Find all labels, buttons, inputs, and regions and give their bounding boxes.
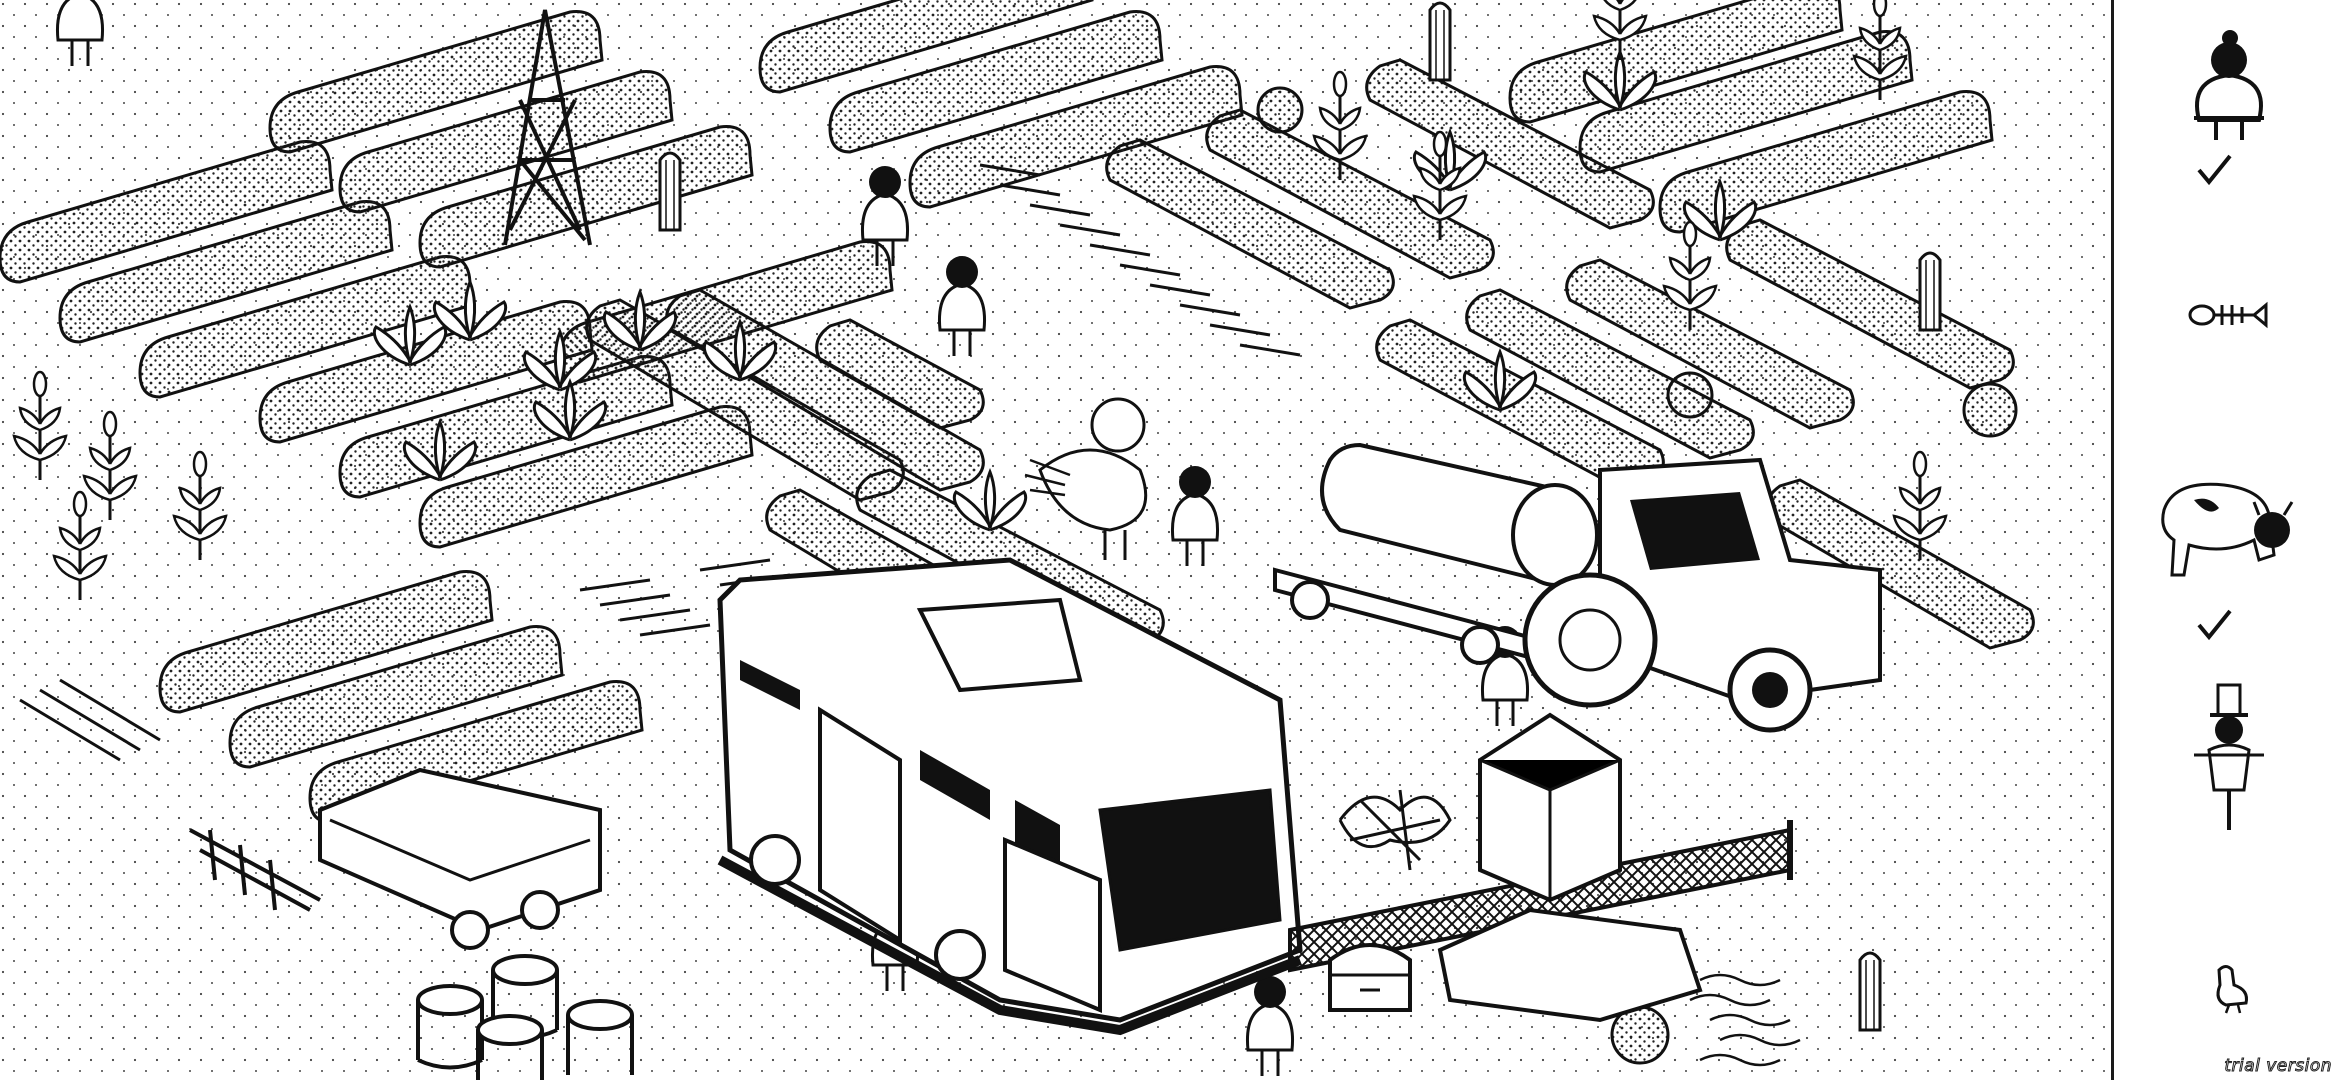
mesh-fence: [1288, 820, 1793, 973]
cacti: [658, 1, 2018, 1065]
game-scene[interactable]: [0, 0, 2110, 1080]
sidebar-divider: [2111, 0, 2114, 1080]
found-checkmark-3: [2194, 605, 2234, 645]
trial-version-watermark: trial version: [2224, 1056, 2332, 1077]
target-person-with-bun[interactable]: [2154, 20, 2304, 150]
checkmark-icon: [2197, 154, 2232, 186]
person-bun-icon: [2194, 30, 2264, 140]
bird-icon: [2216, 965, 2248, 1014]
rock-slab: [1437, 907, 1703, 1023]
road-markings: [19, 163, 1301, 762]
water-tower-frame: [503, 9, 592, 246]
target-scarecrow[interactable]: [2154, 680, 2304, 840]
fish-bone-icon: [2188, 301, 2268, 329]
found-checkmark-1: [2194, 150, 2234, 190]
camper-van: [717, 557, 1303, 1036]
checkmark-icon: [2197, 609, 2232, 641]
farm-trailer: [189, 767, 602, 950]
sand-waves: [1689, 973, 1801, 1067]
chicken-character: [1024, 397, 1148, 560]
scarecrow-icon: [2194, 683, 2264, 830]
target-small-bird[interactable]: [2154, 955, 2304, 1015]
small-silo: [1478, 712, 1622, 903]
dry-bush: [1338, 789, 1452, 871]
chest: [1328, 943, 1412, 1012]
cow-icon: [2161, 482, 2294, 577]
tractor-with-tanker: [1273, 442, 1882, 733]
target-list-sidebar: trial version: [2114, 0, 2340, 1080]
barrels: [416, 954, 634, 1080]
target-fish-skeleton[interactable]: [2154, 285, 2304, 345]
target-cow[interactable]: [2154, 470, 2304, 590]
